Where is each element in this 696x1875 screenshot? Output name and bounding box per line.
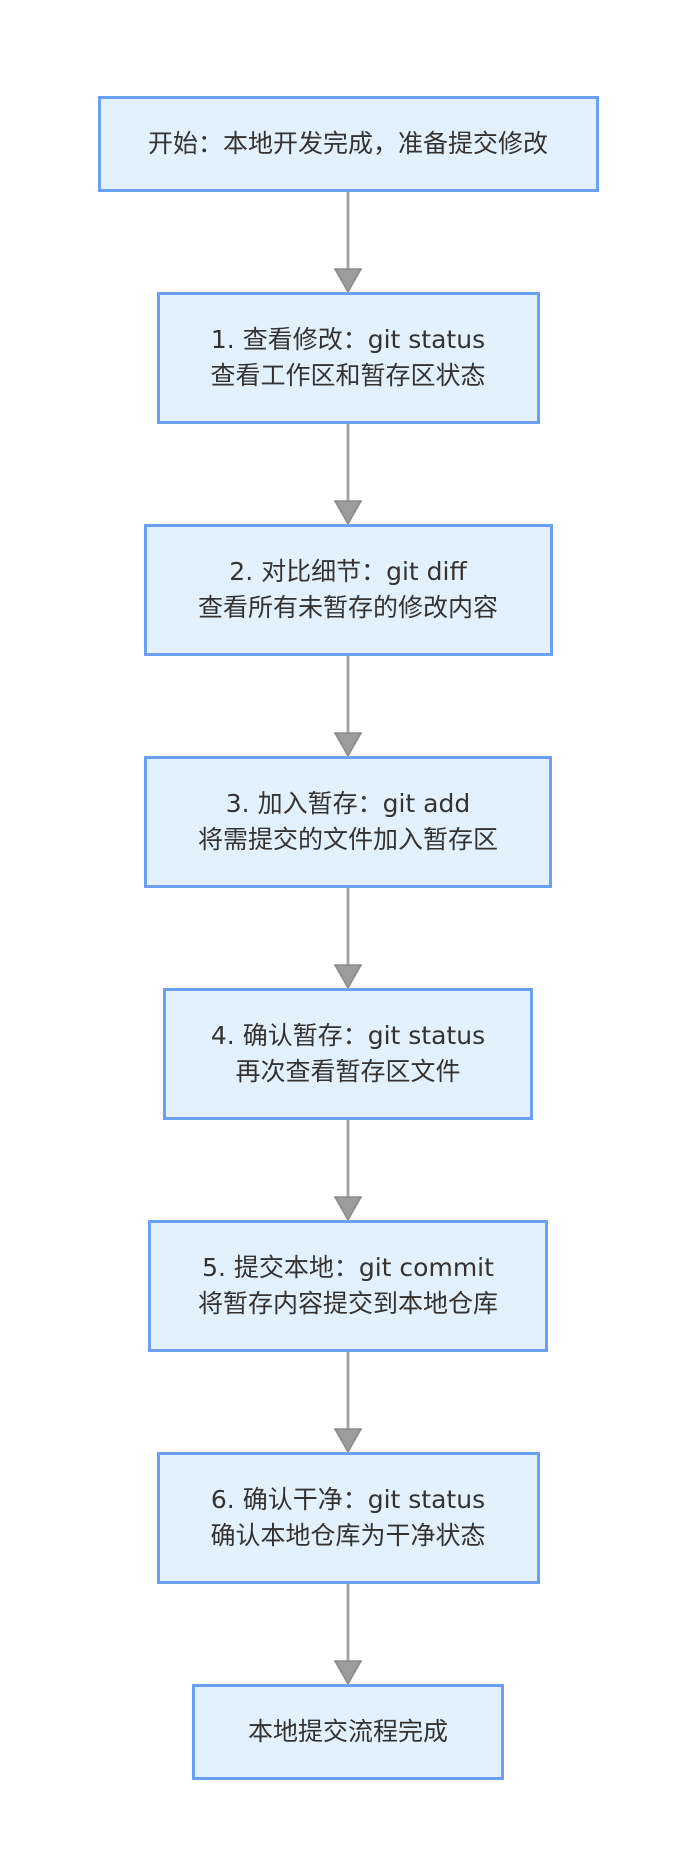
arrow-down-icon	[333, 1584, 363, 1684]
node-text: 确认本地仓库为干净状态	[210, 1521, 486, 1550]
node-text: 将需提交的文件加入暂存区	[197, 825, 498, 854]
node-text: 6. 确认干净：git status	[210, 1485, 486, 1514]
node-text: 开始：本地开发完成，准备提交修改	[147, 129, 548, 158]
flow-arrow	[328, 192, 368, 292]
arrow-down-icon	[333, 1352, 363, 1452]
flow-arrow	[328, 1120, 368, 1220]
flow-node-step6: 6. 确认干净：git status 确认本地仓库为干净状态	[156, 1452, 540, 1584]
flow-node-step4: 4. 确认暂存：git status 再次查看暂存区文件	[163, 988, 533, 1120]
flow-node-step3: 3. 加入暂存：git add 将需提交的文件加入暂存区	[144, 756, 552, 888]
flow-arrow	[328, 888, 368, 988]
node-text: 4. 确认暂存：git status	[210, 1021, 486, 1050]
arrow-down-icon	[333, 656, 363, 756]
arrow-down-icon	[333, 1120, 363, 1220]
arrow-down-icon	[333, 888, 363, 988]
node-text: 将暂存内容提交到本地仓库	[197, 1289, 498, 1318]
node-text: 再次查看暂存区文件	[235, 1057, 461, 1086]
node-text: 查看工作区和暂存区状态	[210, 361, 486, 390]
flow-arrow	[328, 424, 368, 524]
node-text: 5. 提交本地：git commit	[202, 1253, 494, 1282]
node-text: 本地提交流程完成	[247, 1717, 448, 1746]
arrow-down-icon	[333, 424, 363, 524]
flow-node-start: 开始：本地开发完成，准备提交修改	[97, 96, 599, 192]
flow-node-end: 本地提交流程完成	[192, 1684, 504, 1780]
flow-node-step2: 2. 对比细节：git diff 查看所有未暂存的修改内容	[143, 524, 553, 656]
node-text: 1. 查看修改：git status	[210, 325, 486, 354]
flow-node-step5: 5. 提交本地：git commit 将暂存内容提交到本地仓库	[148, 1220, 548, 1352]
node-text: 2. 对比细节：git diff	[229, 557, 467, 586]
flow-arrow	[328, 1352, 368, 1452]
flow-arrow	[328, 656, 368, 756]
flow-arrow	[328, 1584, 368, 1684]
arrow-down-icon	[333, 192, 363, 292]
node-text: 3. 加入暂存：git add	[225, 789, 471, 818]
node-text: 查看所有未暂存的修改内容	[197, 593, 498, 622]
flow-node-step1: 1. 查看修改：git status 查看工作区和暂存区状态	[156, 292, 540, 424]
